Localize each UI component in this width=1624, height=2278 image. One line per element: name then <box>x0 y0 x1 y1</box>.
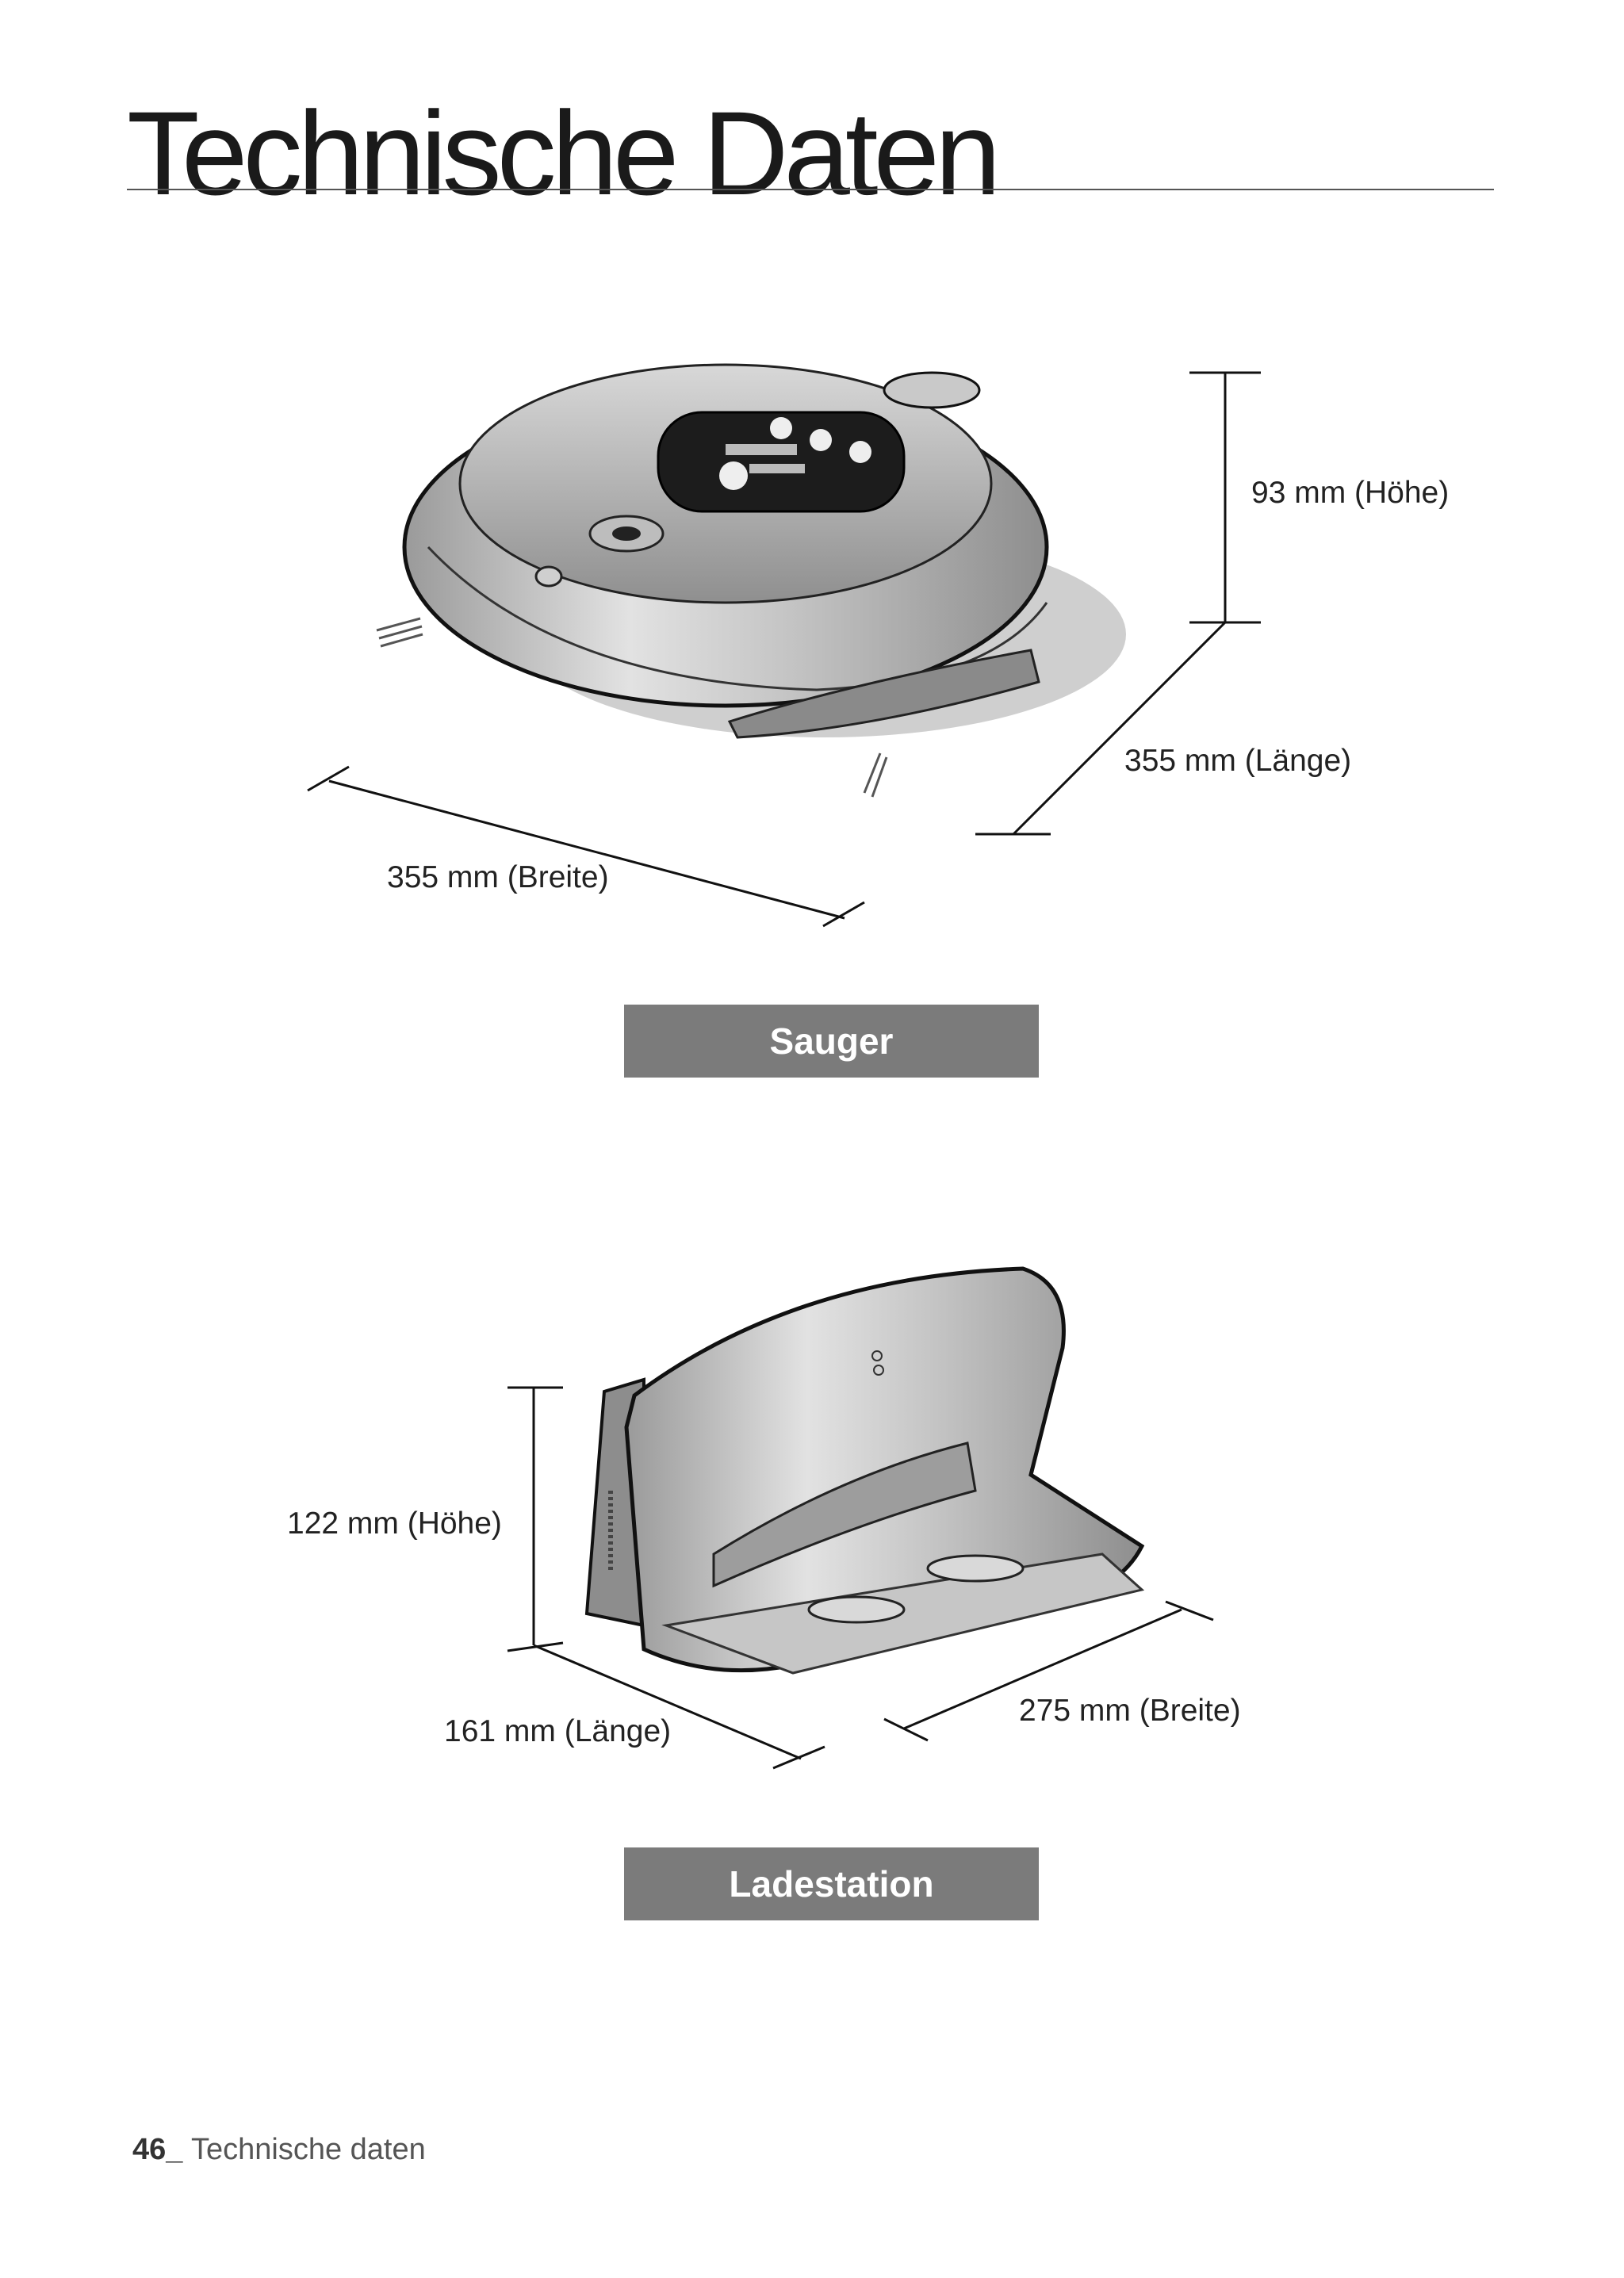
vacuum-illustration <box>376 363 1126 798</box>
vacuum-dimension-lines <box>307 371 1261 928</box>
page-footer: 46_ Technische daten <box>132 2133 426 2167</box>
footer-section: Technische daten <box>190 2133 426 2166</box>
page-title: Technische Daten <box>127 86 1001 220</box>
vacuum-length-label: 355 mm (Länge) <box>1124 744 1352 778</box>
station-height-label: 122 mm (Höhe) <box>287 1507 502 1541</box>
vacuum-caption: Sauger <box>624 1005 1039 1078</box>
station-caption: Ladestation <box>624 1847 1039 1920</box>
footer-separator: _ <box>166 2133 191 2166</box>
station-width-label: 275 mm (Breite) <box>1019 1694 1241 1728</box>
page-number: 46 <box>132 2133 167 2166</box>
vacuum-height-label: 93 mm (Höhe) <box>1251 476 1450 510</box>
vacuum-width-label: 355 mm (Breite) <box>387 860 609 894</box>
station-dimension-lines <box>507 1386 1214 1770</box>
station-length-label: 161 mm (Länge) <box>444 1714 672 1748</box>
title-divider <box>127 189 1494 190</box>
station-illustration <box>584 1266 1145 1675</box>
